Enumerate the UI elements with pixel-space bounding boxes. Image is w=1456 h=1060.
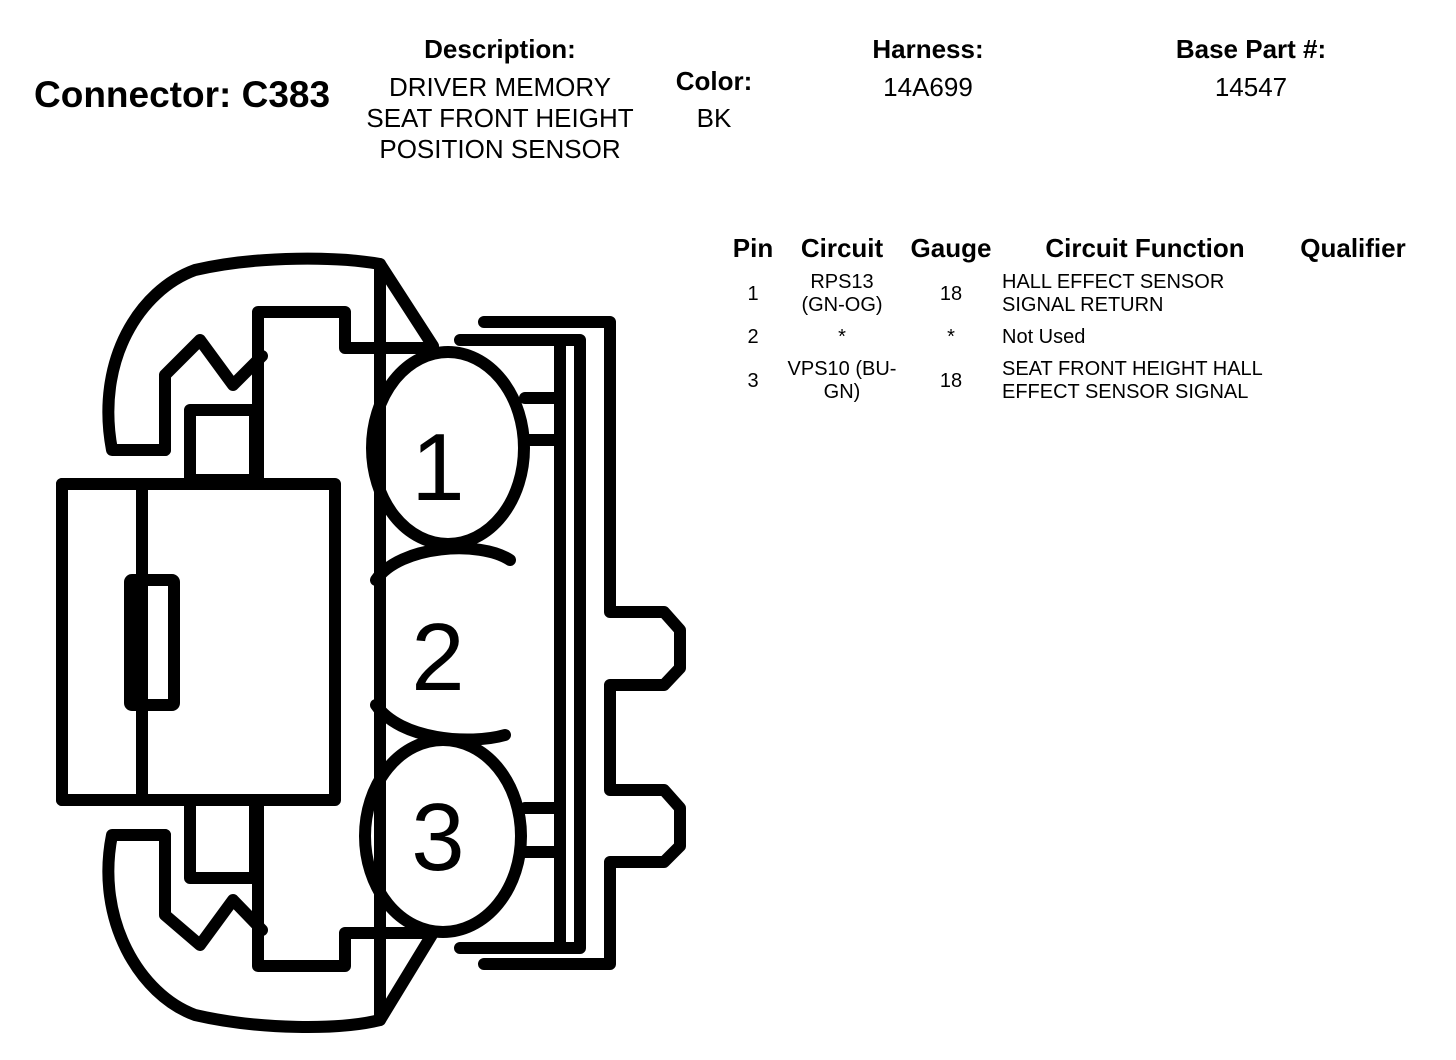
function-column-header: Circuit Function <box>1045 233 1245 263</box>
connector-title: Connector: C383 <box>34 74 331 115</box>
function-line: Not Used <box>1002 326 1086 348</box>
description-line: POSITION SENSOR <box>379 134 621 164</box>
pin-2-label: 2 <box>411 604 464 711</box>
function-cell: Not Used <box>1002 326 1085 349</box>
gauge-column-header: Gauge <box>910 233 992 263</box>
resistor-symbol <box>124 574 180 711</box>
harness-value: 14A699 <box>883 72 973 102</box>
description-line: SEAT FRONT HEIGHT <box>366 103 634 133</box>
circuit-line: GN) <box>823 381 861 403</box>
circuit-cell: * <box>772 326 912 349</box>
connector-face-diagram: 1 2 3 <box>56 252 686 1033</box>
qualifier-column-header: Qualifier <box>1300 233 1406 263</box>
function-line: SIGNAL RETURN <box>1002 294 1164 316</box>
gauge-cell: 18 <box>939 283 963 305</box>
harness-header: Harness: <box>872 34 984 64</box>
function-line: EFFECT SENSOR SIGNAL <box>1002 381 1249 403</box>
circuit-column-header: Circuit <box>800 233 884 263</box>
pin-3-label: 3 <box>411 784 464 891</box>
body-inner <box>56 478 341 806</box>
circuit-line: RPS13 <box>810 271 874 293</box>
pin-cell: 2 <box>747 326 759 348</box>
right-rail-ticks <box>519 392 566 858</box>
pin-column-header: Pin <box>732 233 774 263</box>
function-line: SEAT FRONT HEIGHT HALL <box>1002 358 1263 380</box>
description-value: DRIVER MEMORY SEAT FRONT HEIGHT POSITION… <box>330 72 670 165</box>
gauge-cell: 18 <box>939 370 963 392</box>
pin-1-label: 1 <box>411 414 464 521</box>
color-header: Color: <box>675 66 753 96</box>
circuit-cell: VPS10 (BU- GN) <box>772 358 912 404</box>
base-part-value: 14547 <box>1214 72 1288 102</box>
circuit-cell: RPS13 (GN-OG) <box>772 271 912 317</box>
function-line: HALL EFFECT SENSOR <box>1002 271 1225 293</box>
function-cell: HALL EFFECT SENSOR SIGNAL RETURN <box>1002 271 1224 317</box>
circuit-line: * <box>838 326 846 348</box>
pin-cell: 1 <box>747 283 759 305</box>
lower-latch-tab <box>184 799 261 884</box>
circuit-line: (GN-OG) <box>801 294 883 316</box>
housing-outline <box>56 252 439 1033</box>
description-header: Description: <box>424 34 576 64</box>
color-value: BK <box>696 103 732 133</box>
upper-latch-tab <box>184 404 261 486</box>
lower-latch <box>159 829 268 951</box>
pin-2-cavity <box>370 542 516 746</box>
circuit-line: VPS10 (BU- <box>787 358 897 380</box>
upper-latch <box>159 334 268 456</box>
function-cell: SEAT FRONT HEIGHT HALL EFFECT SENSOR SIG… <box>1002 358 1263 404</box>
description-line: DRIVER MEMORY <box>389 72 611 102</box>
right-frame <box>478 316 686 970</box>
pin-cell: 3 <box>747 370 759 392</box>
base-part-header: Base Part #: <box>1175 34 1327 64</box>
right-rail <box>454 334 586 954</box>
gauge-cell: * <box>947 326 955 348</box>
